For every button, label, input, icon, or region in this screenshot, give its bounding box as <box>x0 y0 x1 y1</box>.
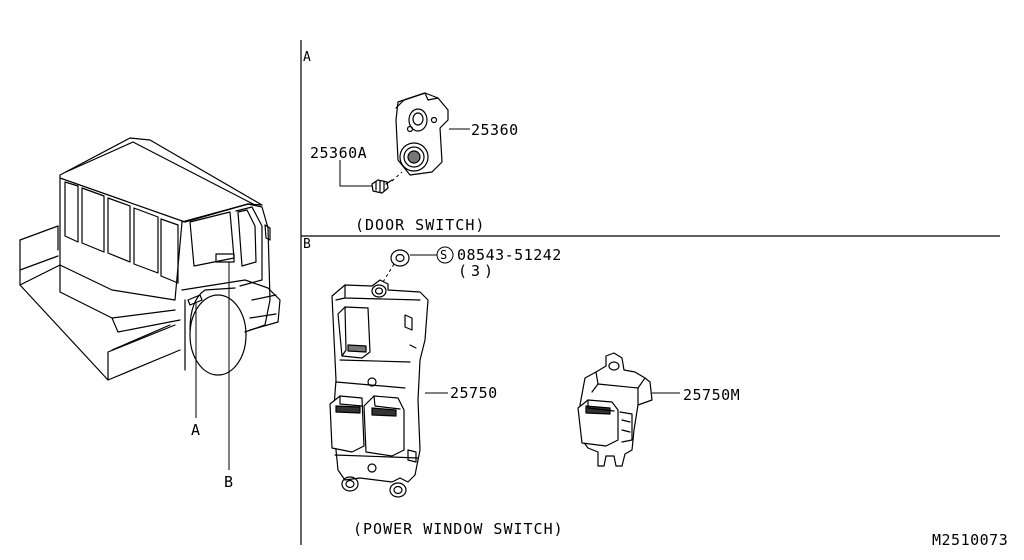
bolt-guide <box>391 171 403 182</box>
figure-code: M2510073 <box>932 531 1009 549</box>
vehicle-callout-b: B <box>224 473 234 491</box>
part-number-25360: 25360 <box>471 121 519 139</box>
part-number-25750M: 25750M <box>683 386 741 404</box>
screw-08543-51242 <box>390 249 410 267</box>
section-label-a: A <box>303 50 312 65</box>
door-switch-25360 <box>395 92 449 176</box>
caption-power-window-switch: (POWER WINDOW SWITCH) <box>353 520 564 538</box>
vehicle-illustration <box>19 137 281 381</box>
part-number-25360A: 25360A <box>310 144 368 162</box>
screw-symbol-circle <box>436 246 454 264</box>
leader-25360A <box>339 160 372 187</box>
screw-guide <box>382 263 395 283</box>
power-window-switch-25750M <box>577 352 653 467</box>
vehicle-callout-a: A <box>191 421 201 439</box>
door-switch-bolt-25360A <box>371 179 393 194</box>
section-label-b: B <box>303 237 312 252</box>
part-number-08543-51242: 08543-51242 <box>457 246 562 264</box>
caption-door-switch: (DOOR SWITCH) <box>355 216 486 234</box>
screw-symbol: S <box>440 248 448 262</box>
part-number-25750: 25750 <box>450 384 498 402</box>
power-window-switch-25750 <box>329 279 429 498</box>
part-quantity-08543: (3) <box>458 262 498 280</box>
